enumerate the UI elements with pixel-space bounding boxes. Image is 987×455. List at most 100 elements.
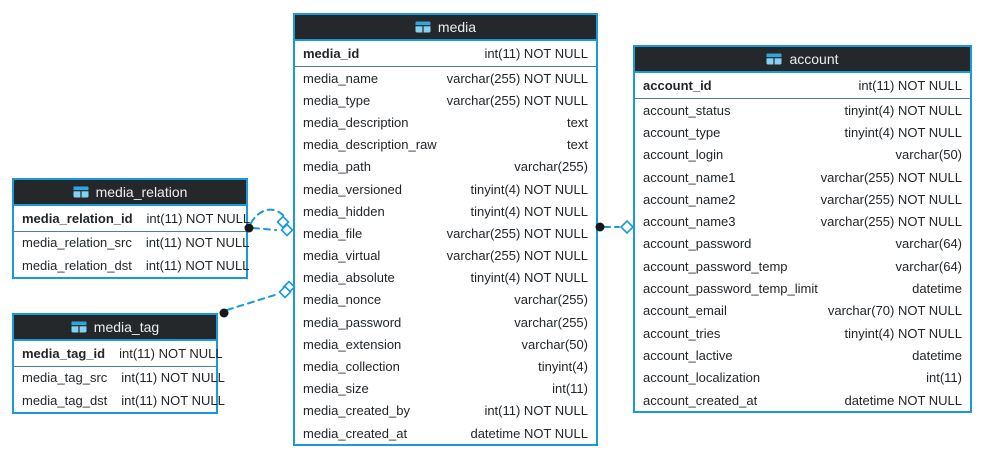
column-type: datetime [912, 281, 962, 297]
column-name: media_collection [303, 359, 400, 375]
column-row[interactable]: media_type varchar(255) NOT NULL [295, 89, 596, 112]
column-name: account_name3 [643, 214, 736, 230]
column-type: varchar(255) NOT NULL [820, 191, 962, 207]
column-name: account_id [643, 78, 712, 93]
column-name: account_email [643, 303, 727, 319]
table-icon [72, 186, 89, 198]
column-name: account_lactive [643, 347, 733, 363]
relation-endpoint-diamond [280, 223, 294, 237]
column-row[interactable]: media_collection tinyint(4) [295, 355, 596, 378]
column-type: varchar(255) NOT NULL [446, 92, 588, 108]
column-name: media_file [303, 225, 363, 241]
column-name: media_path [303, 159, 371, 175]
table-header[interactable]: media_relation [14, 180, 246, 206]
table-header[interactable]: media_tag [14, 315, 216, 341]
column-type: tinyint(4) NOT NULL [470, 203, 588, 219]
column-row[interactable]: media_created_at datetime NOT NULL [295, 422, 596, 445]
column-name: account_localization [643, 370, 761, 386]
column-name: media_absolute [303, 270, 395, 286]
column-row[interactable]: account_name3 varchar(255) NOT NULL [635, 210, 970, 233]
table-media[interactable]: media media_id int(11) NOT NULL media_name… [293, 13, 598, 447]
column-type: tinyint(4) [538, 359, 588, 375]
column-row[interactable]: media_file varchar(255) NOT NULL [295, 222, 596, 245]
column-type: varchar(255) NOT NULL [820, 169, 962, 185]
column-name: media_tag_id [22, 345, 106, 361]
column-type: varchar(255) NOT NULL [446, 225, 588, 241]
primary-key-row[interactable]: media_id int(11) NOT NULL [295, 41, 596, 67]
column-name: media_password [303, 314, 402, 330]
column-name: media_created_at [303, 425, 408, 441]
column-type: varchar(255) NOT NULL [820, 214, 962, 230]
column-row[interactable]: account_name1 varchar(255) NOT NULL [635, 165, 970, 189]
column-type: varchar(255) [514, 159, 588, 175]
column-name: media_name [303, 70, 379, 86]
column-name: media_id [303, 46, 360, 61]
table-title: account [789, 51, 839, 67]
column-name: media_type [303, 92, 371, 108]
column-row[interactable]: account_password varchar(64) [635, 232, 970, 256]
column-name: account_password [643, 236, 752, 252]
column-name: media_relation_dst [22, 257, 132, 273]
column-row[interactable]: media_name varchar(255) NOT NULL [295, 67, 596, 90]
relation-line-media-tag [226, 293, 279, 311]
table-icon [414, 21, 431, 33]
column-name: media_versioned [303, 181, 403, 197]
column-type: varchar(50) [895, 147, 962, 163]
relation-line-media-relation-straight [252, 227, 277, 231]
column-type: varchar(50) [521, 336, 588, 352]
column-name: account_password_temp [643, 258, 788, 274]
column-row[interactable]: account_localization int(11) [635, 366, 970, 389]
column-type: datetime NOT NULL [470, 425, 588, 441]
column-type: int(11) NOT NULL [484, 403, 588, 419]
column-type: varchar(255) NOT NULL [446, 70, 588, 86]
column-type: varchar(255) NOT NULL [446, 248, 588, 264]
relation-line-media-relation-arc [250, 208, 285, 224]
table-header[interactable]: account [635, 47, 970, 73]
column-name: account_name1 [643, 169, 736, 185]
column-type: int(11) NOT NULL [484, 46, 588, 61]
column-row[interactable]: media_path varchar(255) [295, 155, 596, 178]
column-type: varchar(64) [895, 236, 962, 252]
column-name: account_tries [643, 325, 721, 341]
table-title: media [437, 19, 477, 35]
column-type: text [567, 137, 588, 153]
column-type: int(11) NOT NULL [145, 235, 250, 251]
table-header[interactable]: media [295, 15, 596, 41]
column-name: media_tag_src [22, 370, 108, 386]
column-type: int(11) NOT NULL [146, 210, 251, 226]
column-type: int(11) [926, 370, 962, 386]
